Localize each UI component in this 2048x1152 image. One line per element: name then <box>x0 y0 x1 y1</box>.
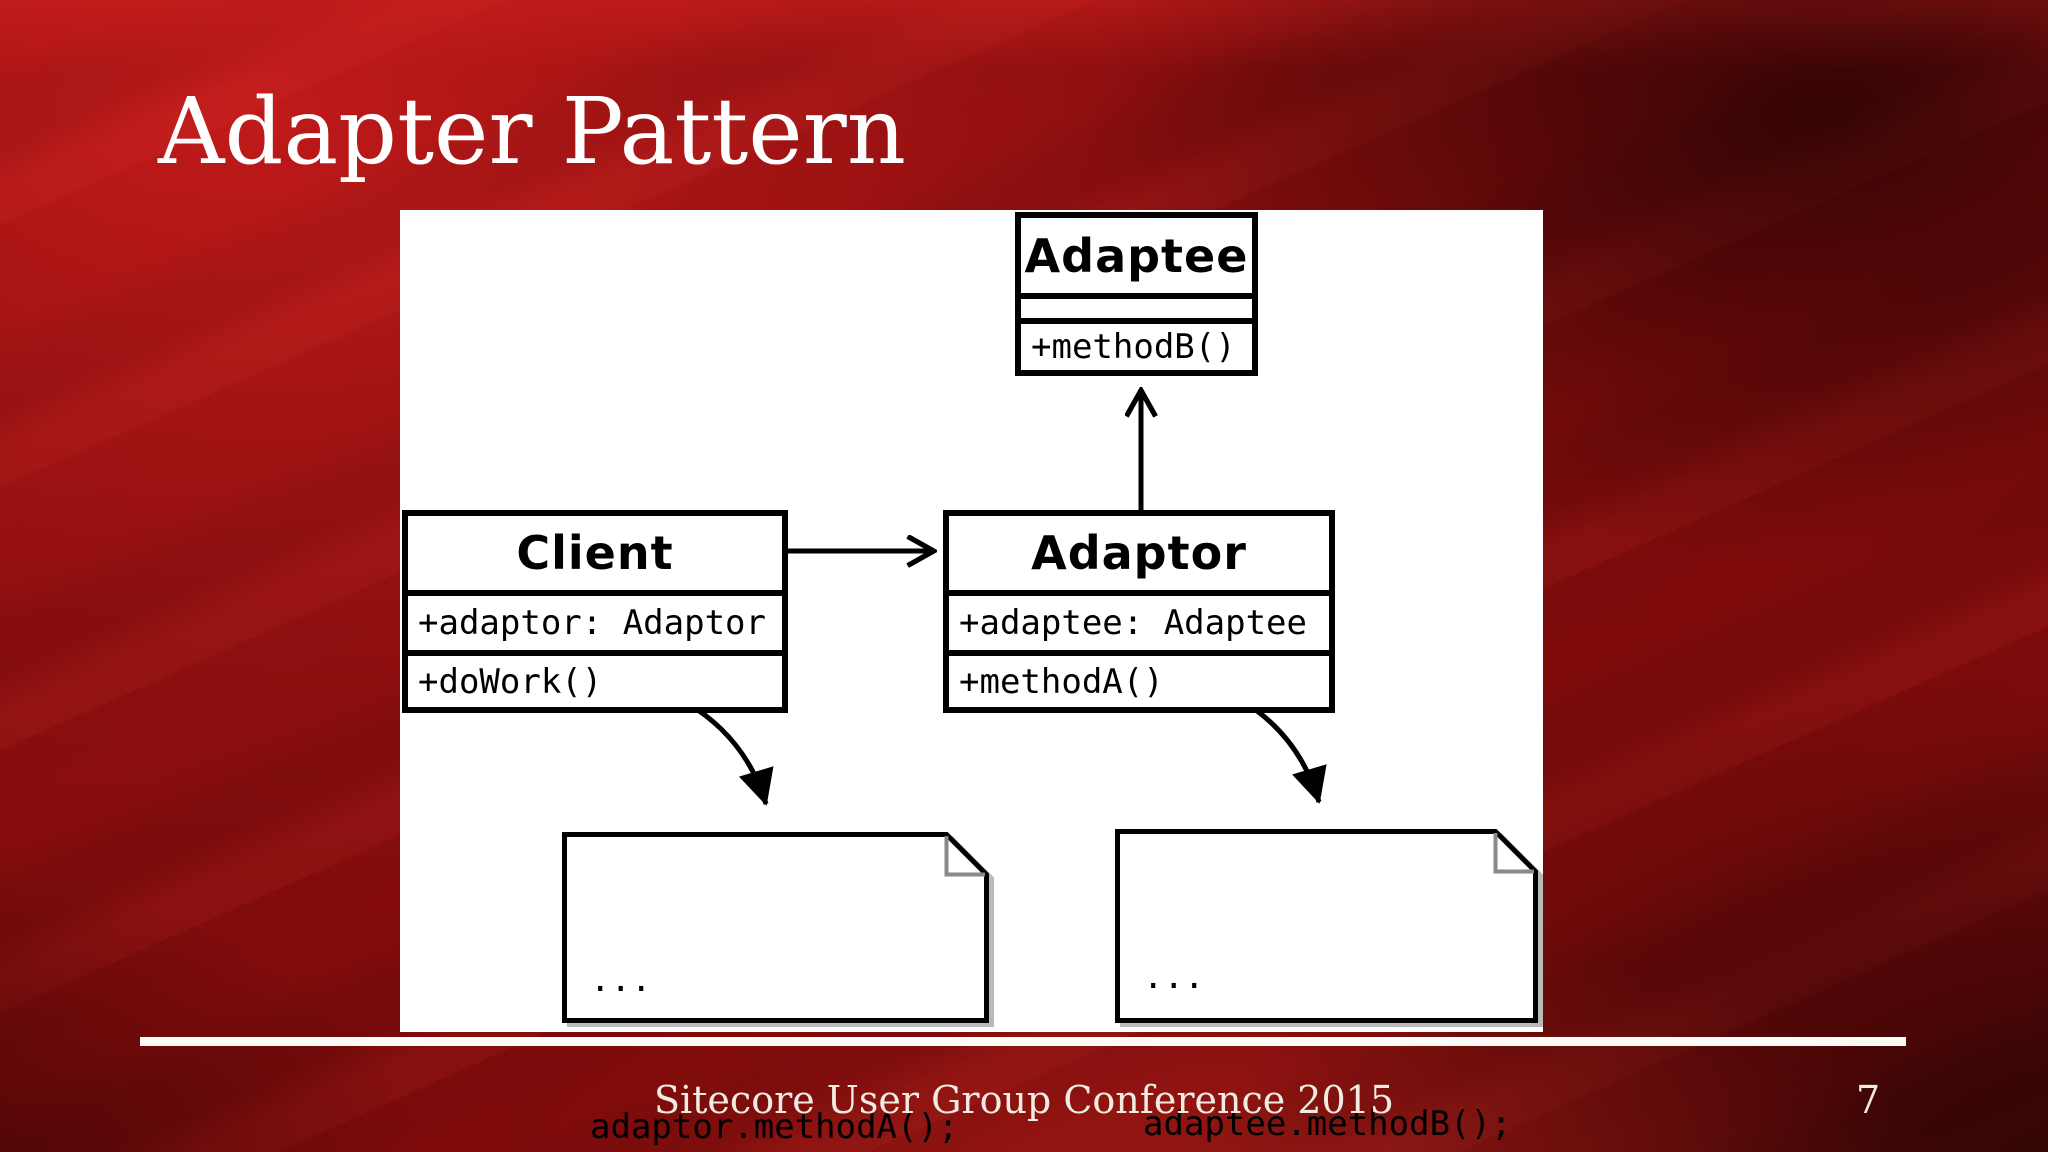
class-attribute: +adaptor: Adaptor <box>408 590 782 650</box>
note-shape <box>1115 829 1538 1023</box>
class-method: +doWork() <box>408 650 782 707</box>
note-fold-corner <box>1493 833 1534 874</box>
class-method: +methodB() <box>1021 318 1252 370</box>
uml-diagram-panel: Adaptee +methodB() Client +adaptor: Adap… <box>400 210 1543 1147</box>
footer-separator-line <box>140 1037 1906 1046</box>
class-box-client: Client +adaptor: Adaptor +doWork() <box>402 510 788 713</box>
slide-title: Adapter Pattern <box>158 78 906 185</box>
class-method: +methodA() <box>949 650 1329 707</box>
class-attribute: +adaptee: Adaptee <box>949 590 1329 650</box>
class-name: Adaptor <box>1031 526 1247 580</box>
page-number: 7 <box>1856 1078 1881 1122</box>
note-line: adaptee.methodB(); <box>1143 1104 1512 1144</box>
note-shape <box>562 832 989 1023</box>
class-box-adaptee: Adaptee +methodB() <box>1015 212 1258 376</box>
note-client-code: ... adaptor.methodA(); ... <box>562 832 989 1147</box>
footer-text: Sitecore User Group Conference 2015 <box>653 1078 1395 1122</box>
note-line: adaptor.methodA(); <box>590 1107 959 1147</box>
class-box-adaptor: Adaptor +adaptee: Adaptee +methodA() <box>943 510 1335 713</box>
class-attributes-empty <box>1021 293 1252 318</box>
note-adaptor-code: ... adaptee.methodB(); ... <box>1115 829 1538 1144</box>
class-name: Client <box>516 526 674 580</box>
note-line: ... <box>590 960 652 1000</box>
note-line: ... <box>1143 957 1205 997</box>
note-fold-corner <box>944 836 985 877</box>
class-name: Adaptee <box>1024 228 1249 283</box>
